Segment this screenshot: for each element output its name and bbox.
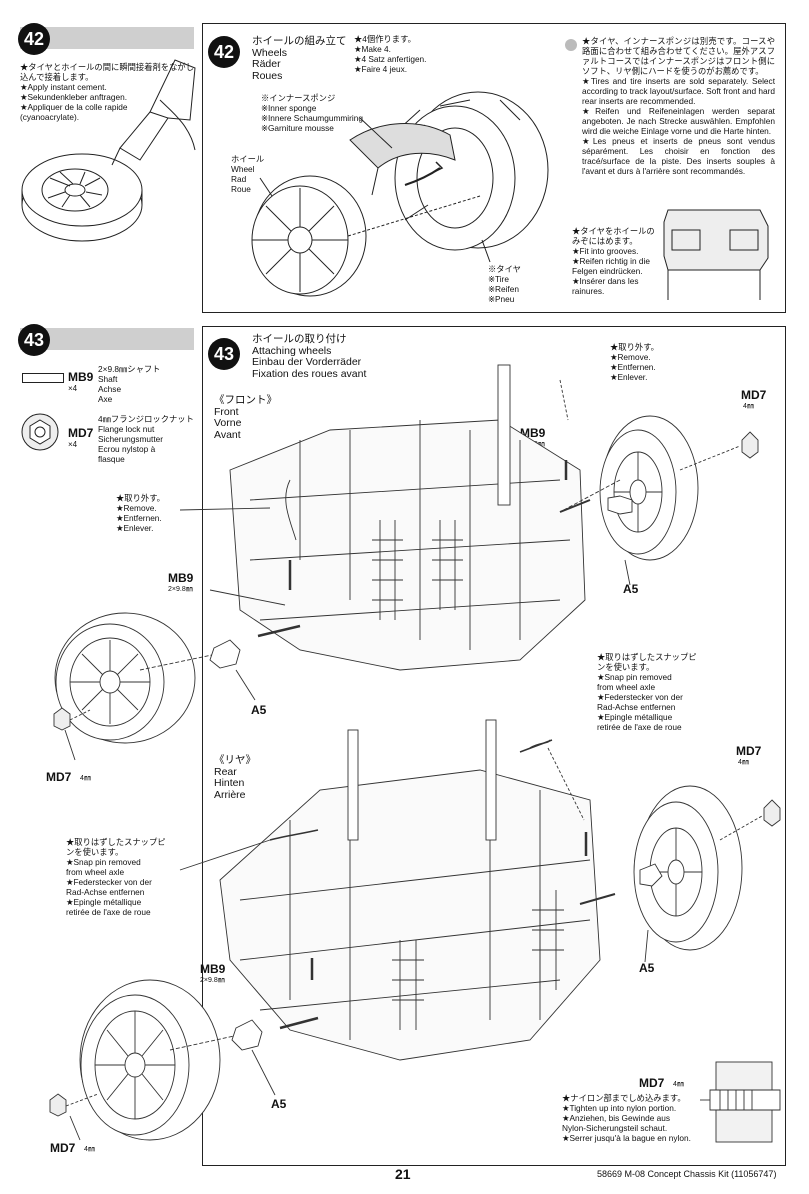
mb9-rear-right-label: MB9	[536, 808, 562, 822]
step42-title: ホイールの組み立て Wheels Räder Roues	[252, 35, 347, 82]
step42-left-header-bar	[20, 27, 194, 49]
a5-front-left-label: A5	[251, 703, 267, 717]
rear-heading: 《リヤ》 Rear Hinten Arrière	[214, 754, 256, 801]
inner-sponge-label: ※インナースポンジ ※Inner sponge ※Innere Schaumgu…	[261, 93, 363, 133]
md7-description: 4㎜フランジロックナット Flange lock nut Sicherungsm…	[98, 414, 194, 464]
nylon-note: ★ナイロン部までしめ込みます。 ★Tighten up into nylon p…	[562, 1093, 691, 1143]
mb9-front-left-size: 2×9.8㎜	[168, 586, 193, 593]
tire-label: ※タイヤ ※Tire ※Reifen ※Pneu	[488, 264, 521, 304]
front-heading: 《フロント》 Front Vorne Avant	[214, 394, 277, 441]
md7-front-left-label: MD7	[46, 770, 72, 784]
md7-rear-right-size: 4㎜	[738, 759, 749, 766]
md7-front-left-size: 4㎜	[80, 775, 91, 782]
step43-title: ホイールの取り付け Attaching wheels Einbau der Vo…	[252, 333, 367, 380]
step43-left-header-bar	[20, 328, 194, 350]
step-42-main-badge: 42	[208, 36, 240, 68]
cement-note: ★タイヤとホイールの間に瞬間接着剤をながし込んで接着します。 ★Apply in…	[20, 62, 194, 122]
mb9-front-right-label: MB9	[520, 426, 546, 440]
md7-front-right-label: MD7	[741, 388, 767, 402]
md7-nylon-label: MD7	[639, 1076, 665, 1090]
a5-rear-left-label: A5	[271, 1097, 287, 1111]
product-footer: 58669 M-08 Concept Chassis Kit (11056747…	[597, 1169, 777, 1179]
mb9-rear-left-label: MB9	[200, 962, 226, 976]
mb9-front-right-size: 2×9.8㎜	[520, 441, 545, 448]
step-43-main-badge: 43	[208, 338, 240, 370]
groove-note: ★タイヤをホイールのみぞにはめます。 ★Fit into grooves. ★R…	[572, 226, 655, 296]
wheel-label: ホイール Wheel Rad Roue	[231, 154, 265, 194]
remove-note-left: ★取り外す。 ★Remove. ★Entfernen. ★Enlever.	[116, 493, 165, 533]
step-43-badge: 43	[18, 324, 50, 356]
step-42-badge: 42	[18, 23, 50, 55]
mb9-part-code: MB9	[68, 370, 94, 384]
mb9-rear-right-size: 2×9.8㎜	[536, 823, 561, 830]
md7-front-right-size: 4㎜	[743, 403, 754, 410]
tire-insert-notes: ★タイヤ、インナースポンジは別売です。コースや路面に合わせて組み合わせてください…	[582, 36, 775, 176]
mb9-rear-left-size: 2×9.8㎜	[200, 977, 225, 984]
mb9-qty: ×4	[68, 384, 78, 393]
snap-pin-note-left: ★取りはずしたスナップピンを使います。 ★Snap pin removed fr…	[66, 837, 166, 917]
page-number: 21	[395, 1166, 411, 1182]
md7-part-code: MD7	[68, 426, 94, 440]
mb9-front-left-label: MB9	[168, 571, 194, 585]
md7-qty: ×4	[68, 440, 78, 449]
step43-frame	[202, 326, 786, 1166]
md7-rear-left-size: 4㎜	[84, 1146, 95, 1153]
mb9-shaft-icon	[22, 373, 64, 383]
md7-nylon-size: 4㎜	[673, 1081, 684, 1088]
snap-pin-note-top: ★取りはずしたスナップピンを使います。 ★Snap pin removed fr…	[597, 652, 697, 732]
md7-rear-right-label: MD7	[736, 744, 762, 758]
md7-rear-left-label: MD7	[50, 1141, 76, 1155]
mb9-description: 2×9.8㎜シャフト Shaft Achse Axe	[98, 364, 161, 404]
step42-frame	[202, 23, 786, 313]
a5-front-right-label: A5	[623, 582, 639, 596]
a5-rear-right-label: A5	[639, 961, 655, 975]
make-four-note: ★4個作ります。 ★Make 4. ★4 Satz anfertigen. ★F…	[354, 34, 427, 74]
remove-note-top: ★取り外す。 ★Remove. ★Entfernen. ★Enlever.	[610, 342, 659, 382]
